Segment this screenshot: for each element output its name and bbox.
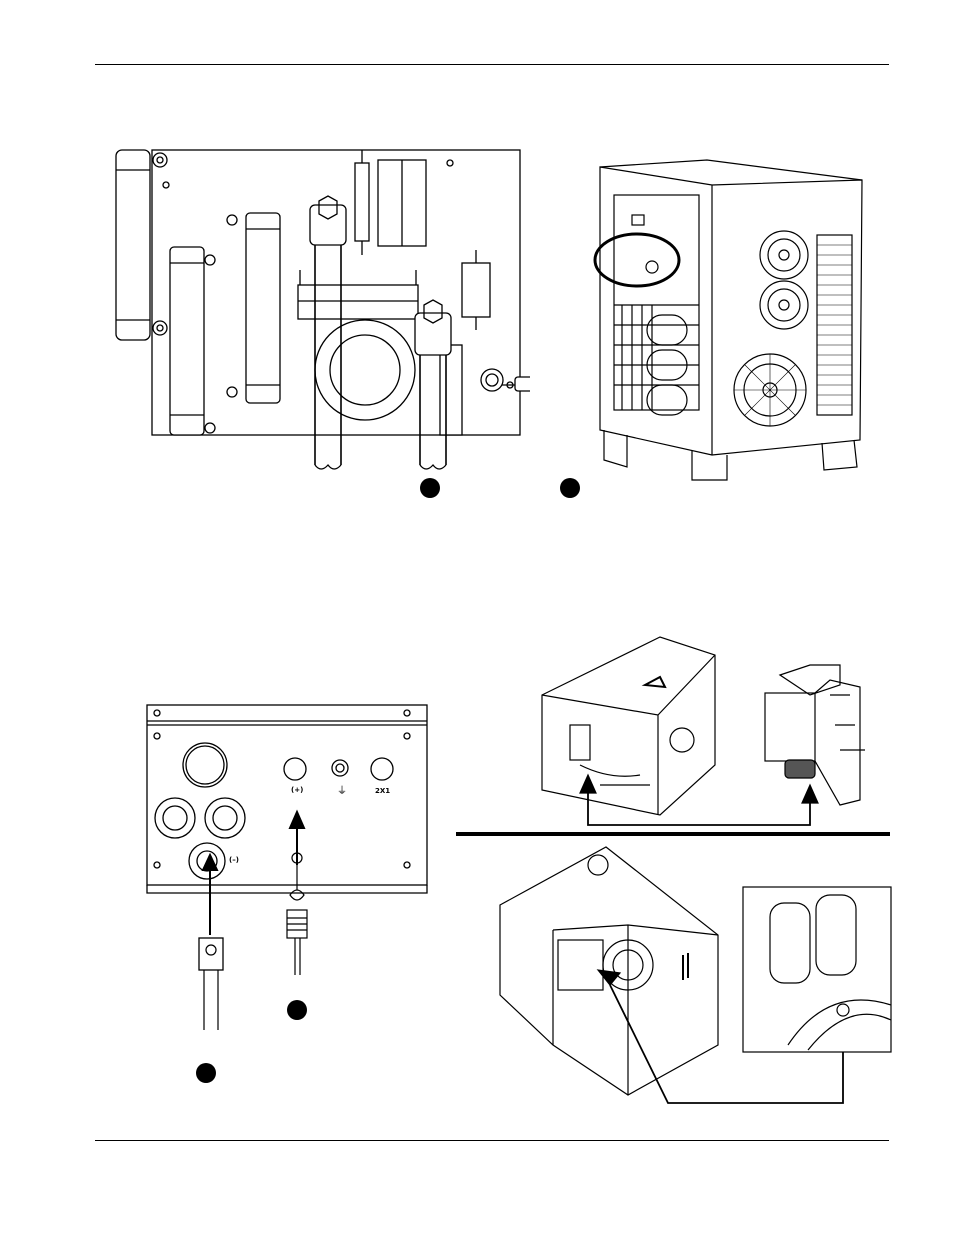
torch-connection-module-figure bbox=[540, 635, 890, 830]
board-detail-figure bbox=[110, 145, 530, 495]
terminal-2x1-label: 2X1 bbox=[375, 787, 391, 795]
callout-1 bbox=[420, 478, 440, 498]
footer-rule bbox=[95, 1140, 889, 1141]
rear-panel-figure bbox=[145, 703, 430, 898]
callout-3 bbox=[287, 1000, 307, 1020]
coolant-module-figure bbox=[498, 845, 893, 1110]
ground-icon: ⏚ bbox=[337, 786, 347, 797]
header-rule bbox=[95, 64, 889, 65]
power-supply-cabinet-figure bbox=[592, 155, 872, 490]
positive-terminal-label: (+) bbox=[291, 786, 304, 794]
negative-terminal-label: (–) bbox=[229, 856, 239, 864]
callout-2 bbox=[560, 478, 580, 498]
lead-connection-arrows bbox=[190, 800, 330, 1070]
callout-4 bbox=[196, 1063, 216, 1083]
figure-divider bbox=[456, 832, 890, 836]
